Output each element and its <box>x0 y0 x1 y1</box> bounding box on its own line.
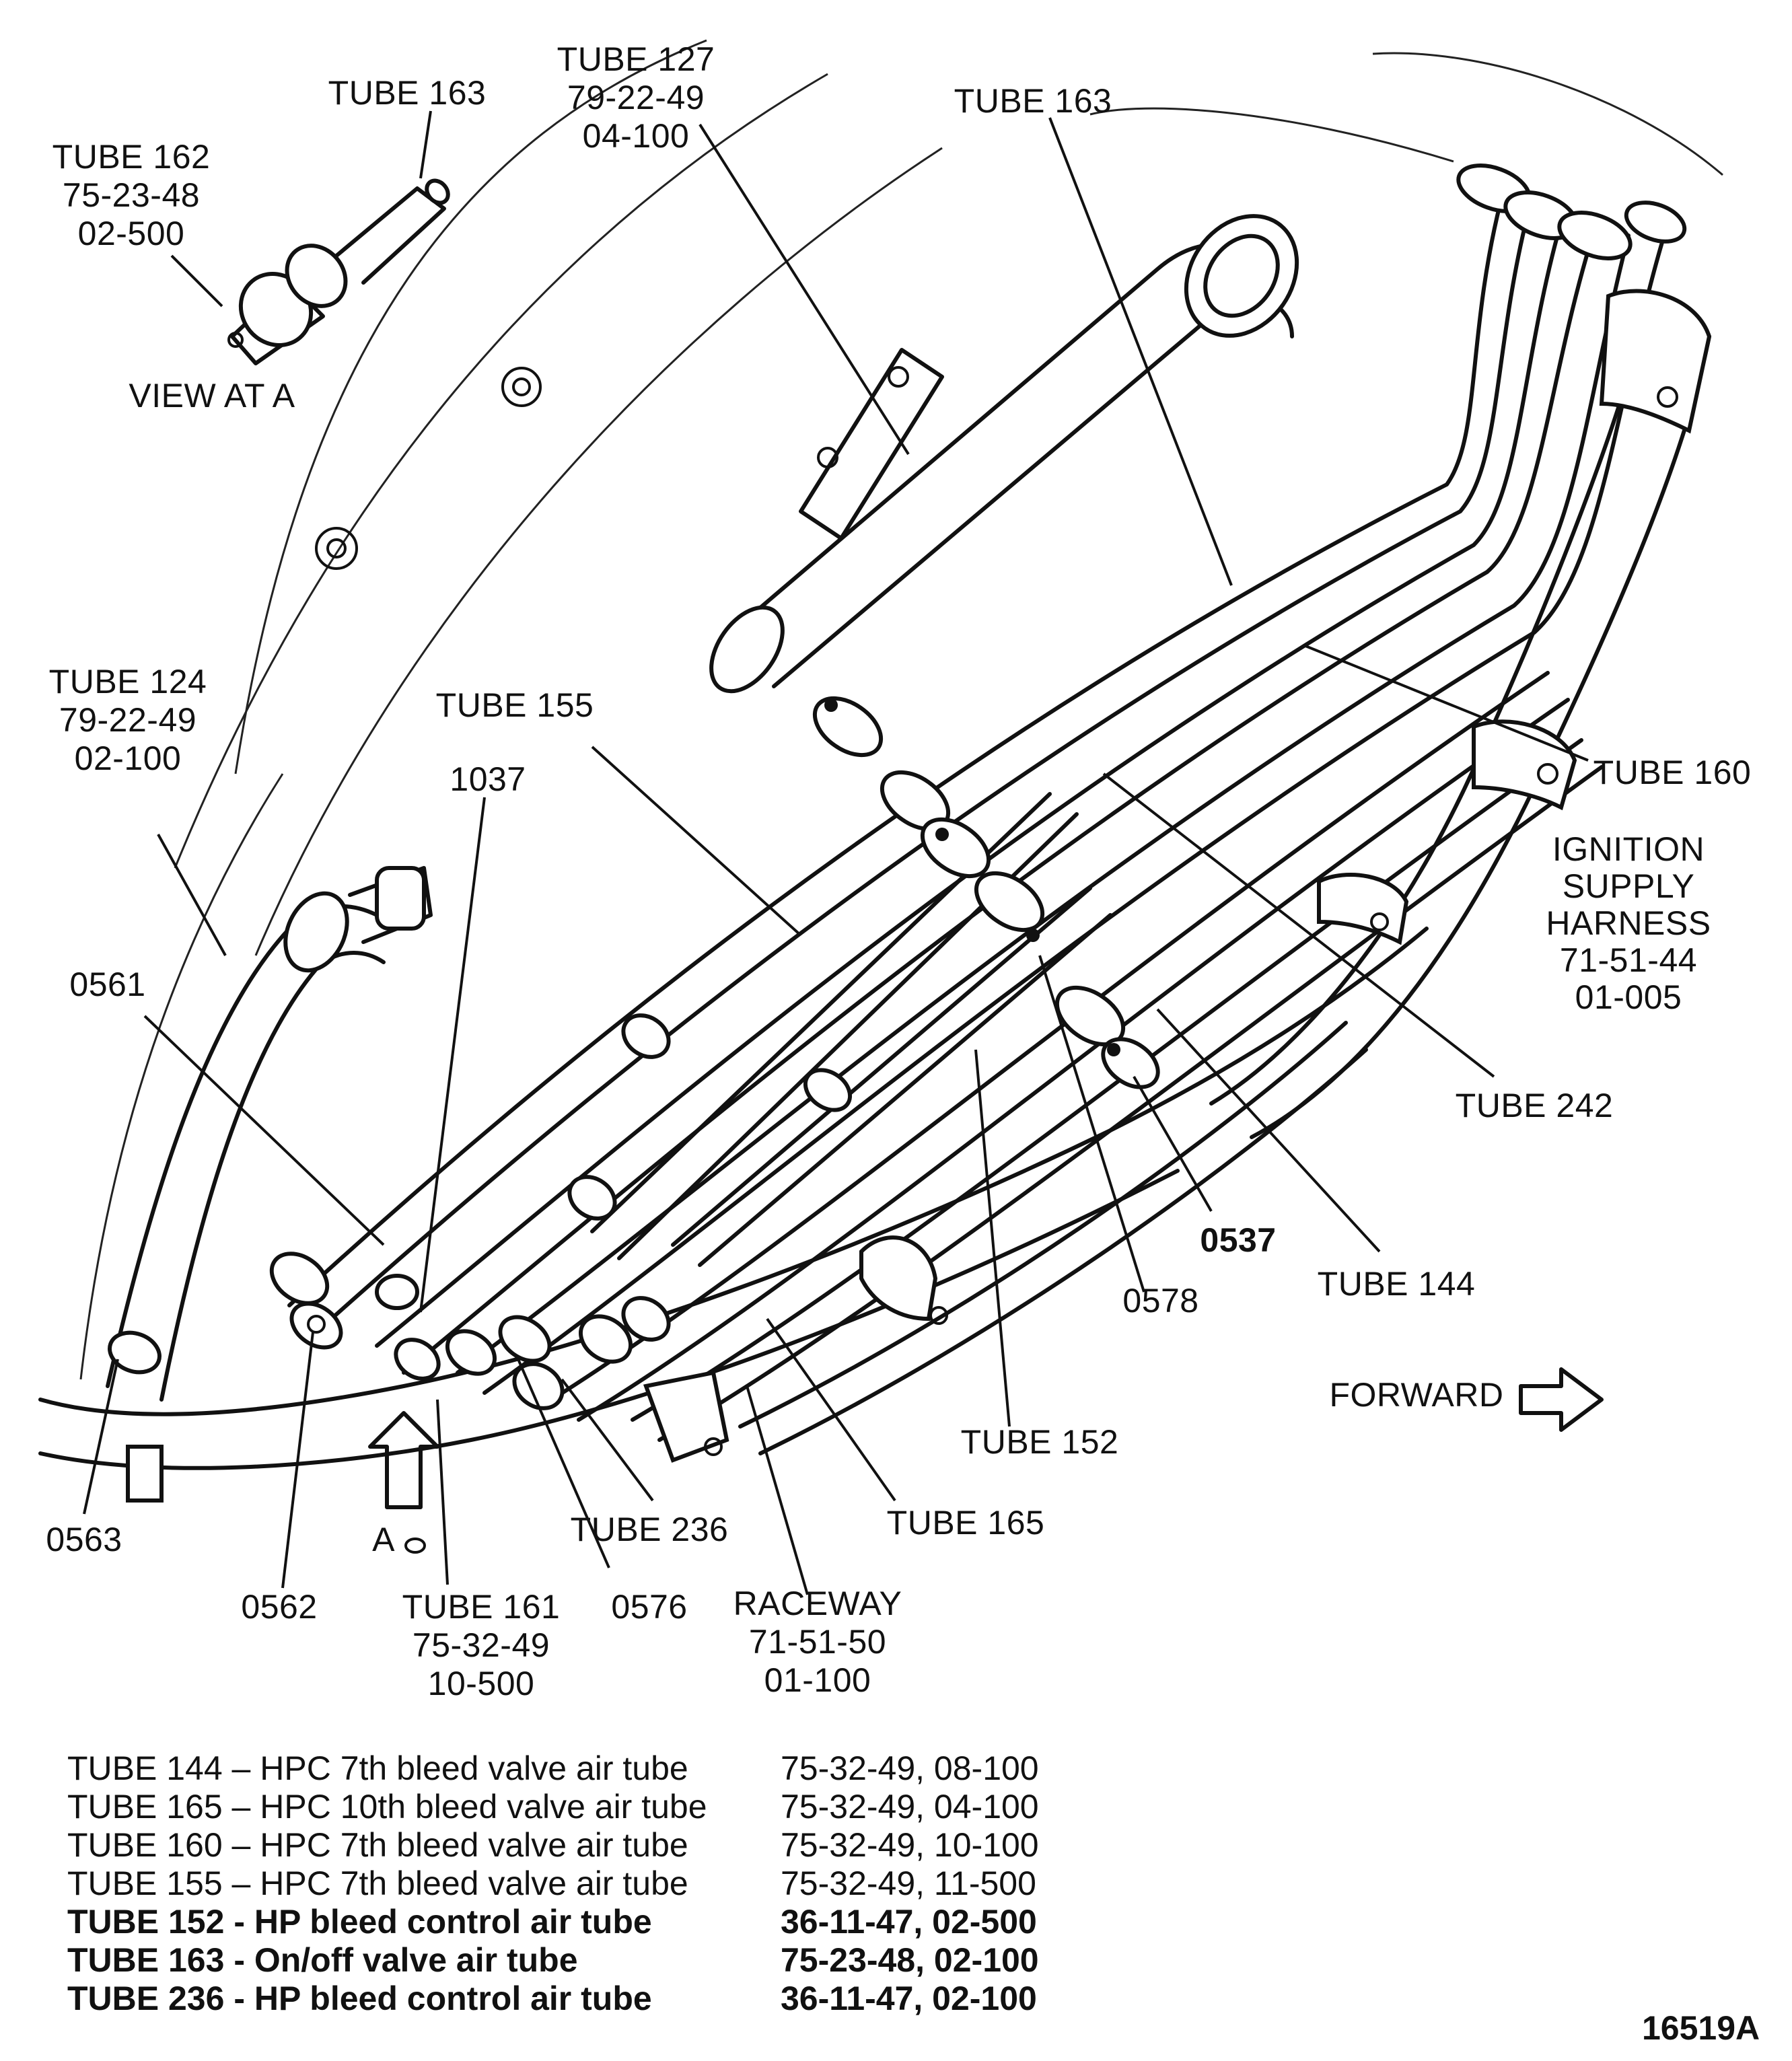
callout-view-a-marker: A <box>372 1521 395 1558</box>
leader-lines <box>83 110 1589 1595</box>
callout-0561: 0561 <box>69 966 146 1003</box>
view-at-a-detail <box>227 178 450 365</box>
callout-tube-163-view: TUBE 163 <box>328 74 487 112</box>
callout-0578: 0578 <box>1122 1282 1199 1319</box>
bundle-clamps <box>812 164 1687 1089</box>
callout-0576: 0576 <box>611 1588 688 1626</box>
callout-tube-236: TUBE 236 <box>570 1511 729 1548</box>
callout-0563: 0563 <box>46 1521 122 1558</box>
callout-tube-155: TUBE 155 <box>435 686 594 724</box>
callout-tube-163-top: TUBE 163 <box>954 82 1112 120</box>
case-bolts <box>315 366 909 570</box>
callout-tube-242: TUBE 242 <box>1455 1087 1614 1124</box>
callout-1037: 1037 <box>450 760 526 798</box>
callout-tube-160: TUBE 160 <box>1593 754 1752 791</box>
callout-0537: 0537 <box>1200 1221 1277 1259</box>
legend-row: TUBE 165 – HPC 10th bleed valve air tube… <box>67 1788 1039 1825</box>
callout-tube-144: TUBE 144 <box>1317 1265 1476 1303</box>
callout-forward: FORWARD <box>1329 1376 1504 1414</box>
ignition-harness-drawing <box>1209 289 1712 1139</box>
callout-view-at-a: VIEW AT A <box>129 377 295 414</box>
tube-124-drawing <box>106 866 433 1402</box>
figure-number: 16519A <box>1642 2009 1760 2047</box>
callout-0562: 0562 <box>241 1588 318 1626</box>
view-a-arrow <box>368 1411 439 1554</box>
callout-tube-165: TUBE 165 <box>886 1504 1045 1542</box>
tube-127-drawing <box>709 214 1299 694</box>
callout-tube-152: TUBE 152 <box>960 1423 1119 1461</box>
forward-arrow-icon <box>1519 1367 1604 1432</box>
